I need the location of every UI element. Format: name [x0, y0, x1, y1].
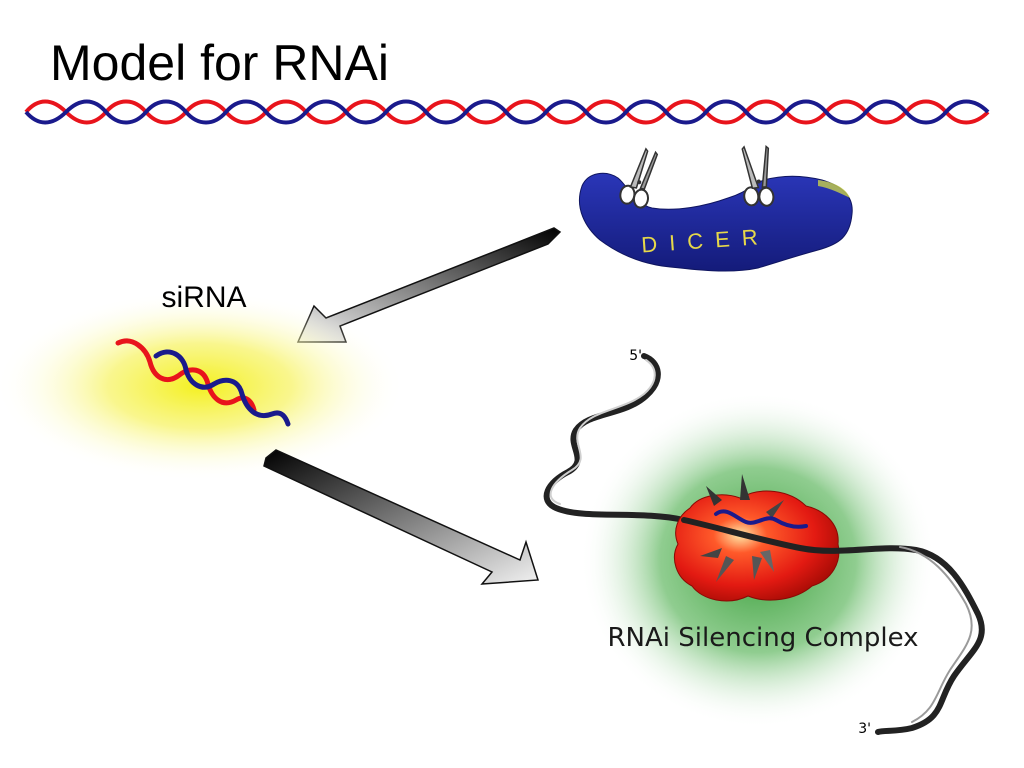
wedge-icon	[752, 556, 762, 580]
wedge-icon	[716, 556, 734, 582]
sirna-duplex	[115, 338, 291, 427]
wedge-icon	[740, 474, 750, 500]
dicer-enzyme: DICER	[578, 145, 853, 272]
wedge-icon	[700, 548, 722, 558]
five-prime-label: 5'	[629, 348, 642, 364]
mrna-ribbon	[543, 353, 687, 523]
mrna-ribbon-highlight	[549, 359, 656, 505]
sirna-red-strand	[115, 338, 257, 413]
wedge-icon	[706, 486, 722, 506]
wedge-icon	[760, 550, 774, 572]
complex-body	[674, 490, 840, 602]
sirna-blue-strand	[153, 349, 291, 427]
scissors-icon	[741, 145, 775, 207]
mrna-ribbon-front	[681, 517, 985, 735]
mrna-ribbon-front-highlight	[899, 546, 973, 723]
scissors-icon	[619, 147, 659, 209]
dicer-highlight	[818, 180, 850, 198]
three-prime-label: 3'	[858, 721, 871, 737]
guide-strand	[714, 509, 808, 529]
complex-label: RNAi Silencing Complex	[607, 623, 918, 653]
helix-blue-strand	[24, 99, 990, 125]
helix-divider	[24, 99, 990, 125]
silencing-complex	[674, 474, 840, 602]
sirna-label: siRNA	[161, 281, 246, 314]
wedge-icon	[766, 500, 784, 518]
dicer-body	[578, 172, 853, 272]
arrow-sirna-to-complex	[263, 449, 540, 585]
slide-title: Model for RNAi	[50, 35, 389, 91]
